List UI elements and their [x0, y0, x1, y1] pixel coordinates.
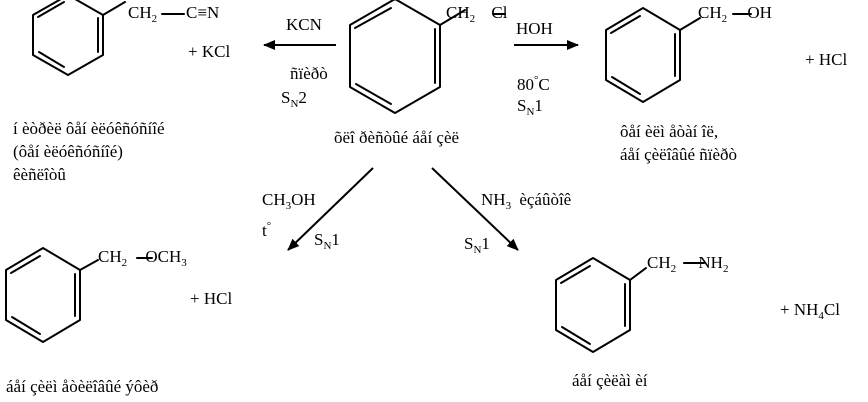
amine-byproduct: + NH4Cl: [780, 300, 840, 322]
ether-temperature: t°: [262, 220, 272, 240]
ether-formula: CH2 OCH3: [98, 247, 187, 269]
nitrile-mechanism: SN2: [281, 88, 307, 110]
alcohol-name-line-2: áåí çèëîâûé ñïèðò: [620, 145, 738, 164]
nitrile-conditions: ñïèðò: [290, 64, 328, 83]
amine-reagent: NH3 èçáûòîê: [481, 190, 572, 212]
benzene-ring-bottom-left: [5, 247, 99, 343]
nitrile-reagent: KCN: [286, 15, 322, 34]
ether-reagent: CH3OH: [262, 190, 316, 212]
benzene-ring-top-right: [605, 7, 701, 103]
alcohol-name-line-1: ôåí èëì åòàí îë,: [620, 122, 719, 141]
center-group: CH: [446, 3, 470, 22]
arrow-to-amine: [431, 167, 519, 251]
arrow-to-ether: [287, 167, 374, 251]
amine-mechanism: SN1: [464, 234, 490, 256]
amine-name: áåí çèëàì èí: [572, 371, 648, 390]
center-atom: Cl: [491, 3, 508, 22]
nitrile-name-line-3: êèñëîòû: [13, 165, 66, 184]
benzene-ring-bottom-right: [555, 257, 647, 353]
alcohol-mechanism: SN1: [517, 96, 543, 118]
benzene-ring-top-left: [32, 0, 126, 76]
nitrile-name-line-1: í èòðèë ôåí èëóêñóñíîé: [13, 119, 165, 138]
nitrile-cn: C≡N: [186, 3, 220, 22]
ether-mechanism: SN1: [314, 230, 340, 252]
alcohol-reagent: HOH: [516, 19, 553, 38]
alcohol-byproduct: + HCl: [805, 50, 848, 69]
center-name: õëî ðèñòûé áåí çèë: [334, 128, 460, 147]
alcohol-temperature: 80°C: [517, 74, 550, 94]
nitrile-formula: CH2: [128, 3, 158, 25]
nitrile-byproduct: + KCl: [188, 42, 231, 61]
nitrile-name-line-2: (ôåí èëóêñóñíîé): [13, 142, 123, 161]
center-formula: CH2 Cl: [446, 3, 508, 25]
benzene-ring-center: [349, 0, 466, 114]
alcohol-formula: CH2 OH: [698, 3, 772, 25]
ether-name: áåí çèëì åòèëîâûé ýôèð: [6, 377, 159, 396]
ether-byproduct: + HCl: [190, 289, 233, 308]
amine-formula: CH2 NH2: [647, 253, 729, 275]
triple-bond: ≡: [197, 3, 207, 22]
